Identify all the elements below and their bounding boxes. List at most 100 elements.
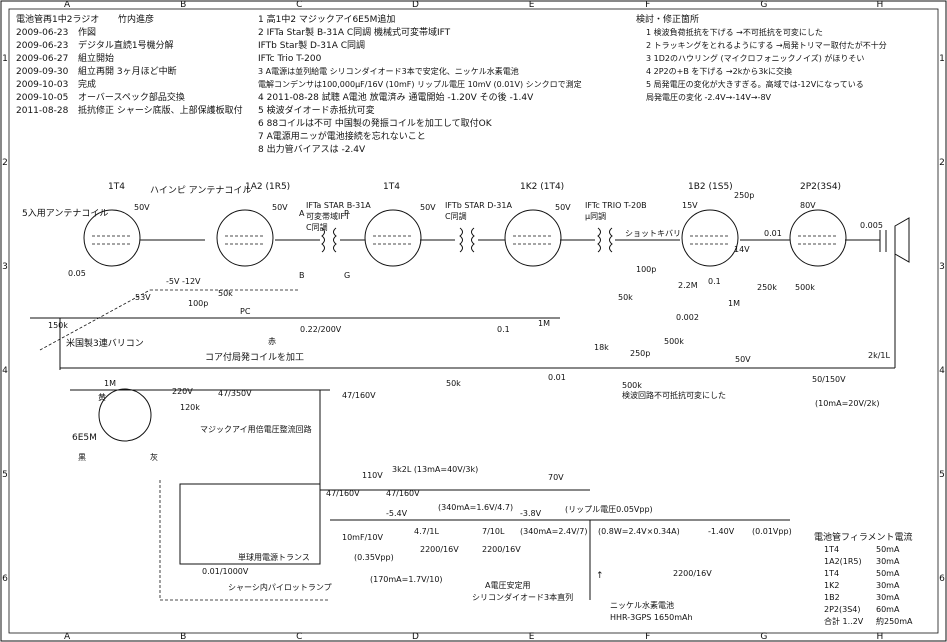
filament-table: 電池管フィラメント電流 1T4 50mA 1A2(1R5) 30mA 1T4 5… <box>814 531 913 626</box>
val-i170: (170mA=1.7V/10) <box>370 575 443 584</box>
val-vr500k: 500k <box>664 337 684 346</box>
frame-col-A: A <box>64 0 71 10</box>
val-c022: 0.22/200V <box>300 325 342 334</box>
ant-coil-label: 5入用アンテナコイル <box>22 208 108 219</box>
tube-if1-envelope <box>364 209 422 267</box>
val-r2k: 2k/1L <box>868 351 891 360</box>
note-6: 6 88コイルは不可 中国製の発振コイルを加工して取付OK <box>258 117 493 129</box>
fil-row-6-cur: 約250mA <box>876 616 913 626</box>
val-fil-v: (0.8W=2.4V×0.34A) <box>598 527 680 536</box>
val-v53: 53V <box>135 293 151 302</box>
fil-row-1-tube: 1A2(1R5) <box>824 557 862 566</box>
frame-col-G: G <box>760 0 767 10</box>
val-r120k: 120k <box>180 403 200 412</box>
val-r150k: 150k <box>48 321 68 330</box>
speaker <box>879 217 910 263</box>
iftc-coil <box>597 227 613 253</box>
val-c100p2: 100p <box>636 265 656 274</box>
title-line-2-label: 2009-06-23 <box>16 41 68 51</box>
val-v110: 110V <box>362 471 383 480</box>
letter-a-ifta: A <box>299 209 305 218</box>
val-c01b: 0.1 <box>708 277 721 286</box>
val-ripple: (リップル電圧0.05Vpp) <box>565 505 653 514</box>
val-c2200b: 2200/16V <box>482 545 521 554</box>
val-c47-350: 47/350V <box>218 389 252 398</box>
val-v50-1: 50V <box>134 203 150 212</box>
val-c001: 0.01 <box>548 373 566 382</box>
tube-af-envelope <box>681 209 739 267</box>
frame-row-2: 2 <box>939 158 945 168</box>
val-r1m3: 1M <box>104 379 116 388</box>
tube-out-envelope <box>789 209 847 267</box>
note-7: 7 A電源用ニッが電池接続を忘れないこと <box>258 130 426 142</box>
power-transformer-box <box>179 483 321 565</box>
ifta-label: IFTa STAR B-31A <box>306 201 371 210</box>
tube-conv-envelope <box>216 209 274 267</box>
frame-col-D: D <box>412 632 419 642</box>
pc-label: PC <box>240 307 251 316</box>
note-3: 3 A電源は並列給電 シリコンダイオード3本で安定化、ニッケル水素電池 <box>258 66 519 76</box>
frame-col-G: G <box>760 632 767 642</box>
tube-det-envelope <box>504 209 562 267</box>
frame-row-3: 3 <box>2 262 8 272</box>
val-v140: -1.40V <box>708 527 735 536</box>
frame-col-E: E <box>529 632 535 642</box>
review-header: 検討・修正箇所 <box>636 13 699 25</box>
tube-rf-grids <box>92 235 132 245</box>
a-diodes-label-1: A電圧安定用 <box>485 580 530 590</box>
notes-right: 検討・修正箇所 1 検波負荷抵抗を下げる →不可抵抗を可変にした 2 トラッキン… <box>636 13 887 102</box>
review-5b: 局発電圧の変化 -2.4V→-14V→-8V <box>646 92 772 102</box>
component-values: 50V 53V 50V 50V 50V 15V 80V -5V -12V 50k… <box>48 191 891 584</box>
title-line-6-label: 2009-10-05 <box>16 93 68 103</box>
iftc-label: IFTc TRIO T-20B <box>585 201 647 210</box>
tube-af-label: 1B2 (1S5) <box>688 182 733 192</box>
vc-label: 米国製3連バリコン <box>66 337 144 349</box>
frame-col-H: H <box>877 0 884 10</box>
val-c001kv: 0.01/1000V <box>202 567 249 576</box>
val-c250p: 250p <box>630 349 650 358</box>
val-c0002: 0.002 <box>676 313 699 322</box>
val-c2200c: 2200/16V <box>673 569 712 578</box>
val-v50-3: 50V <box>420 203 436 212</box>
val-v50-2: 50V <box>272 203 288 212</box>
red-wire-label: 赤 <box>268 337 276 346</box>
title-line-7-value: 抵抗修正 シャーシ底版、上部保護板取付 <box>78 104 243 116</box>
val-c005: 0.05 <box>68 269 86 278</box>
val-c0005: 0.005 <box>860 221 883 230</box>
val-i340b: (340mA=2.4V/7) <box>520 527 587 536</box>
tube-det-label: 1K2 (1T4) <box>520 182 564 192</box>
val-r3k2: 3k2L (13mA=40V/3k) <box>392 465 478 474</box>
val-r22m: 2.2M <box>678 281 698 290</box>
note-4: 4 2011-08-28 試聴 A電池 放電済み 通電開始 -1.20V その後… <box>258 91 534 103</box>
det-vr-label: 検波回路不可抵抗可変にした <box>622 390 726 400</box>
val-r47: 4.7/1L <box>414 527 440 536</box>
iftb-sub-label: C同調 <box>445 211 467 221</box>
frame-row-1: 1 <box>939 54 945 64</box>
frame-row-3: 3 <box>939 262 945 272</box>
title-line-1-label: 2009-06-23 <box>16 28 68 38</box>
val-v14: 14V <box>734 245 750 254</box>
review-3: 3 1D2のハウリング (マイクロフォニックノイズ) がほりそい <box>646 53 864 63</box>
wiring <box>30 239 896 601</box>
title-line-4-value: 組立再開 3ヶ月ほど中断 <box>78 65 177 77</box>
title-line-5-label: 2009-10-03 <box>16 80 68 90</box>
val-v38: -3.8V <box>520 509 542 518</box>
fil-row-0-tube: 1T4 <box>824 545 839 554</box>
note-5: 5 検波ダイオード赤抵抗可変 <box>258 104 375 116</box>
frame-row-4: 4 <box>2 366 8 376</box>
osc-coil-label: コア付局発コイルを加工 <box>205 351 304 363</box>
title-line-4-label: 2009-09-30 <box>16 67 69 77</box>
fil-row-4-tube: 1B2 <box>824 593 840 602</box>
val-v80: 80V <box>800 201 816 210</box>
val-v220: 220V <box>172 387 193 396</box>
val-r1m: 1M <box>538 319 550 328</box>
yellow-wire-label: 黄 <box>98 392 106 402</box>
iftc-sub-label: μ同調 <box>585 211 606 221</box>
title-line-2-value: デジタル直読1号機分解 <box>78 39 174 51</box>
val-c2200a: 2200/16V <box>420 545 459 554</box>
val-c001b: 0.01 <box>764 229 782 238</box>
